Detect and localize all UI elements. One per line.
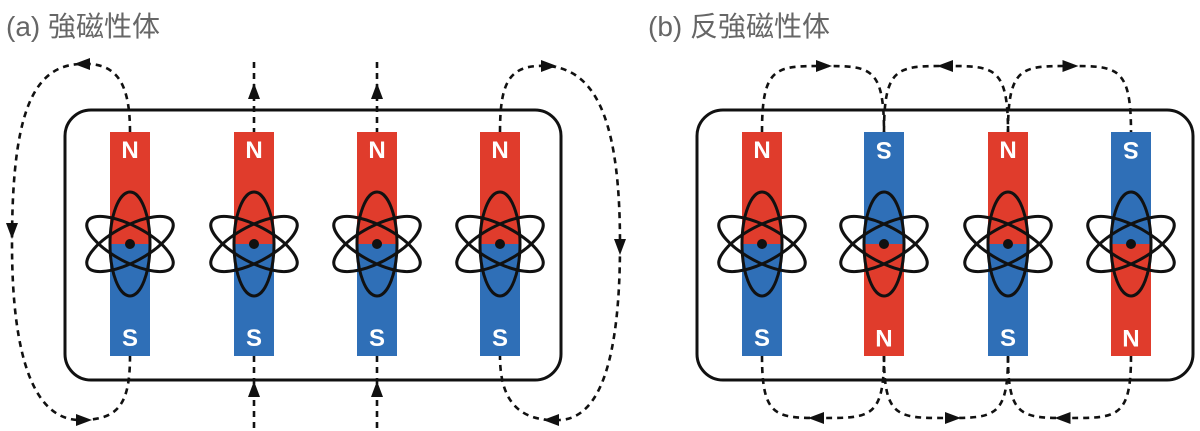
atom-icon — [455, 190, 545, 298]
field-arrowhead — [816, 60, 832, 72]
panel-b-title: (b) 反強磁性体 — [648, 11, 830, 42]
atom-nucleus — [249, 239, 259, 249]
field-line — [882, 64, 1010, 133]
pole-label-top: N — [368, 137, 385, 164]
field-line — [1006, 64, 1133, 133]
magnet-atom: NS — [963, 132, 1053, 356]
field-line — [760, 355, 886, 420]
atom-nucleus — [1003, 239, 1013, 249]
field-arrowhead — [248, 83, 260, 99]
field-line — [1006, 355, 1133, 420]
atom-icon — [1086, 190, 1176, 298]
atom-nucleus — [757, 239, 767, 249]
pole-label-bottom: S — [754, 325, 770, 352]
atom-icon — [209, 190, 299, 298]
atom-nucleus — [372, 239, 382, 249]
atom-icon — [963, 190, 1053, 298]
field-arrowhead — [74, 58, 90, 70]
field-arrowhead — [371, 381, 383, 397]
pole-label-top: S — [876, 136, 892, 163]
pole-label-bottom: N — [875, 324, 892, 351]
atom-icon — [717, 190, 807, 298]
magnet-atom: SN — [1086, 132, 1176, 356]
panel-b-field-lines — [760, 60, 1133, 424]
field-line — [760, 64, 886, 133]
field-arrowhead — [371, 83, 383, 99]
field-line — [882, 355, 1010, 420]
pole-label-top: N — [121, 137, 138, 164]
panel-a-title: (a) 強磁性体 — [6, 11, 160, 42]
pole-label-top: N — [245, 137, 262, 164]
magnet-atom: NS — [455, 132, 545, 356]
atom-nucleus — [125, 239, 135, 249]
magnet-atom: NS — [332, 132, 422, 356]
magnet-atom: SN — [839, 132, 929, 356]
magnet-atom: NS — [717, 132, 807, 356]
pole-label-bottom: S — [122, 325, 138, 352]
atom-icon — [839, 190, 929, 298]
atom-nucleus — [879, 239, 889, 249]
field-line — [498, 64, 622, 422]
pole-label-top: N — [753, 137, 770, 164]
field-arrowhead — [541, 60, 557, 72]
field-arrowhead — [543, 414, 559, 426]
field-arrowhead — [1054, 412, 1071, 424]
panel-b-material-box — [695, 108, 1195, 382]
pole-label-top: N — [999, 137, 1016, 164]
panel-a-field-lines — [6, 58, 626, 428]
magnet-atom: NS — [209, 132, 299, 356]
magnet-atom: NS — [85, 132, 175, 356]
field-arrowhead — [945, 412, 961, 424]
field-arrowhead — [937, 60, 953, 72]
atom-nucleus — [495, 239, 505, 249]
field-arrowhead — [614, 239, 626, 255]
field-line — [10, 62, 132, 422]
field-arrowhead — [808, 412, 824, 424]
atom-icon — [332, 190, 422, 298]
field-arrowhead — [1062, 60, 1079, 72]
field-arrowhead — [248, 381, 260, 397]
pole-label-top: N — [491, 137, 508, 164]
pole-label-bottom: N — [1122, 324, 1139, 351]
field-arrowhead — [76, 414, 92, 426]
pole-label-bottom: S — [492, 325, 508, 352]
atom-nucleus — [1126, 239, 1136, 249]
field-arrowhead — [6, 223, 18, 239]
atom-icon — [85, 190, 175, 298]
panel-a-material-box — [63, 108, 563, 382]
pole-label-bottom: S — [369, 325, 385, 352]
pole-label-bottom: S — [1000, 325, 1016, 352]
pole-label-top: S — [1123, 136, 1139, 163]
pole-label-bottom: S — [246, 325, 262, 352]
